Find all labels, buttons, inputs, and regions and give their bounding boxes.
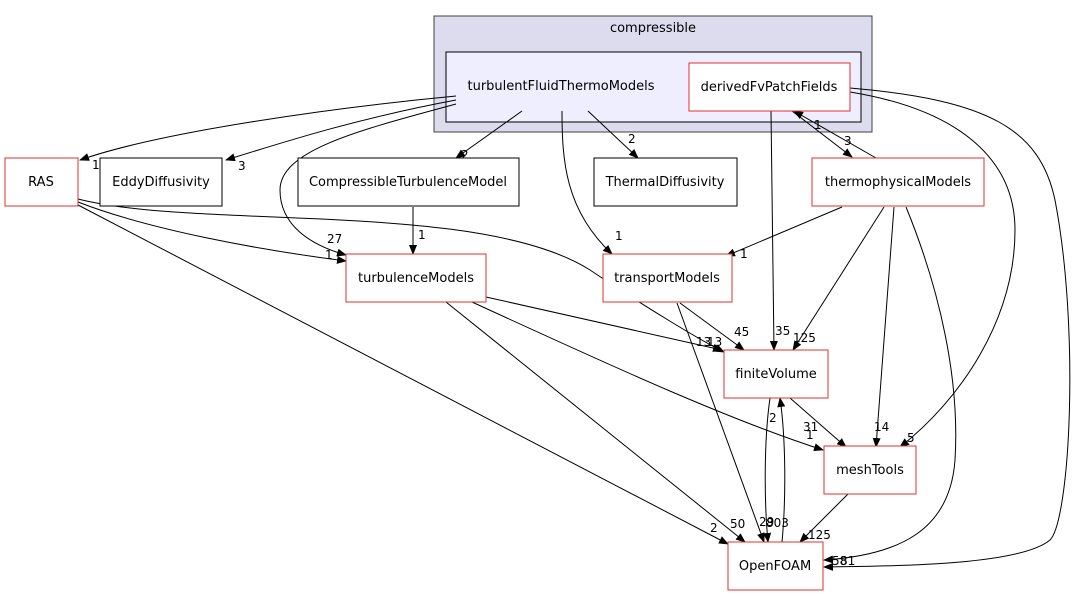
edge-label: 1: [615, 229, 623, 243]
edge-tftm-transport: [561, 110, 613, 255]
edge-label: 2: [461, 148, 469, 162]
edge-label: 14: [874, 420, 889, 434]
node-ThermalDiffusivity[interactable]: ThermalDiffusivity: [593, 157, 738, 207]
edge-label: 803: [766, 516, 789, 530]
edge-label: 3: [844, 134, 852, 148]
edge-tftm-eddy: [225, 99, 457, 162]
edge-label: 50: [730, 517, 745, 531]
edge-mesh-open: [799, 493, 849, 543]
edge-label: 35: [775, 324, 790, 338]
edge-label: 29: [759, 515, 774, 529]
node-label: derivedFvPatchFields: [701, 80, 838, 95]
edge-open-fv: [777, 397, 786, 543]
node-derivedFvPatchFields[interactable]: derivedFvPatchFields: [688, 62, 851, 112]
edge-label: 81: [840, 554, 855, 568]
edge-thermo-transport: [725, 206, 843, 257]
edge-label: 1: [92, 158, 100, 172]
edge-deriv-mesh: [849, 91, 1016, 448]
edge-ras-turb: [77, 201, 347, 264]
node-finiteVolume[interactable]: finiteVolume: [723, 349, 829, 399]
edge-label: 1: [325, 248, 333, 262]
edge-label: 1: [814, 118, 822, 132]
edge-label: 13: [696, 335, 711, 349]
node-RAS[interactable]: RAS: [4, 157, 79, 207]
nodes: turbulentFluidThermoModels derivedFvPatc…: [4, 62, 985, 591]
edge-label: 2: [710, 521, 718, 535]
edge-thermo-mesh: [872, 206, 895, 448]
node-label: EddyDiffusivity: [112, 175, 210, 190]
cluster-compressible-label: compressible: [610, 21, 696, 36]
edge-ras-open: [77, 204, 729, 545]
edge-fv-mesh: [789, 397, 847, 448]
edge-tftm-thermal: [587, 110, 639, 159]
edge-thermo-open: [823, 206, 957, 564]
edge-tftm-ras: [79, 95, 457, 161]
edge-label: 1: [418, 228, 426, 242]
edge-label: 1: [740, 247, 748, 261]
node-CompressibleTurbulenceModel[interactable]: CompressibleTurbulenceModel: [297, 157, 520, 207]
node-EddyDiffusivity[interactable]: EddyDiffusivity: [99, 157, 223, 207]
edge-labels: 1 3 2 2 27 1 3 1 35 5 81 1 13 2 1 13 1 5…: [92, 118, 915, 568]
node-label: RAS: [28, 175, 54, 190]
edge-label: 125: [808, 528, 831, 542]
edge-label: 45: [734, 325, 749, 339]
edge-tftm-ctm: [455, 110, 523, 159]
node-transportModels[interactable]: transportModels: [602, 253, 733, 303]
node-thermophysicalModels[interactable]: thermophysicalModels: [811, 157, 985, 207]
edge-fv-open: [763, 397, 772, 543]
node-label: ThermalDiffusivity: [605, 175, 725, 190]
edge-label: 31: [803, 420, 818, 434]
edge-ras-fv: [77, 198, 725, 353]
edge-turb-open: [445, 301, 746, 543]
node-turbulenceModels[interactable]: turbulenceModels: [345, 253, 487, 303]
node-label: thermophysicalModels: [825, 175, 971, 190]
node-turbulentFluidThermoModels[interactable]: turbulentFluidThermoModels: [467, 79, 654, 94]
edge-label: 125: [793, 331, 816, 345]
node-label: OpenFOAM: [739, 559, 811, 574]
node-label: transportModels: [614, 271, 720, 286]
edge-label: 5: [907, 431, 915, 445]
edge-label: 2: [628, 132, 636, 146]
edge-label: 27: [327, 232, 342, 246]
node-label: CompressibleTurbulenceModel: [309, 175, 507, 190]
edge-turb-mesh: [471, 301, 824, 452]
node-label: turbulenceModels: [358, 271, 474, 286]
node-label: finiteVolume: [735, 367, 817, 382]
edge-label: 1: [806, 428, 814, 442]
edge-deriv-open: [823, 87, 1071, 571]
edge-deriv-fv: [769, 110, 778, 351]
edge-thermo-deriv: [793, 110, 877, 159]
edge-transport-open: [676, 302, 765, 543]
edge-thermo-fv: [792, 206, 885, 351]
edge-label: 3: [238, 159, 246, 173]
edge-transport-fv: [679, 302, 745, 351]
node-meshTools[interactable]: meshTools: [823, 445, 917, 495]
node-label: meshTools: [836, 463, 904, 478]
edge-turb-fv: [485, 296, 723, 352]
edge-label: 58: [832, 554, 847, 568]
node-label: turbulentFluidThermoModels: [467, 79, 654, 94]
edge-label: 13: [707, 335, 722, 349]
edge-tftm-turb: [279, 103, 457, 257]
edges: [77, 87, 1071, 571]
node-OpenFOAM[interactable]: OpenFOAM: [727, 541, 824, 591]
edge-label: 2: [769, 411, 777, 425]
